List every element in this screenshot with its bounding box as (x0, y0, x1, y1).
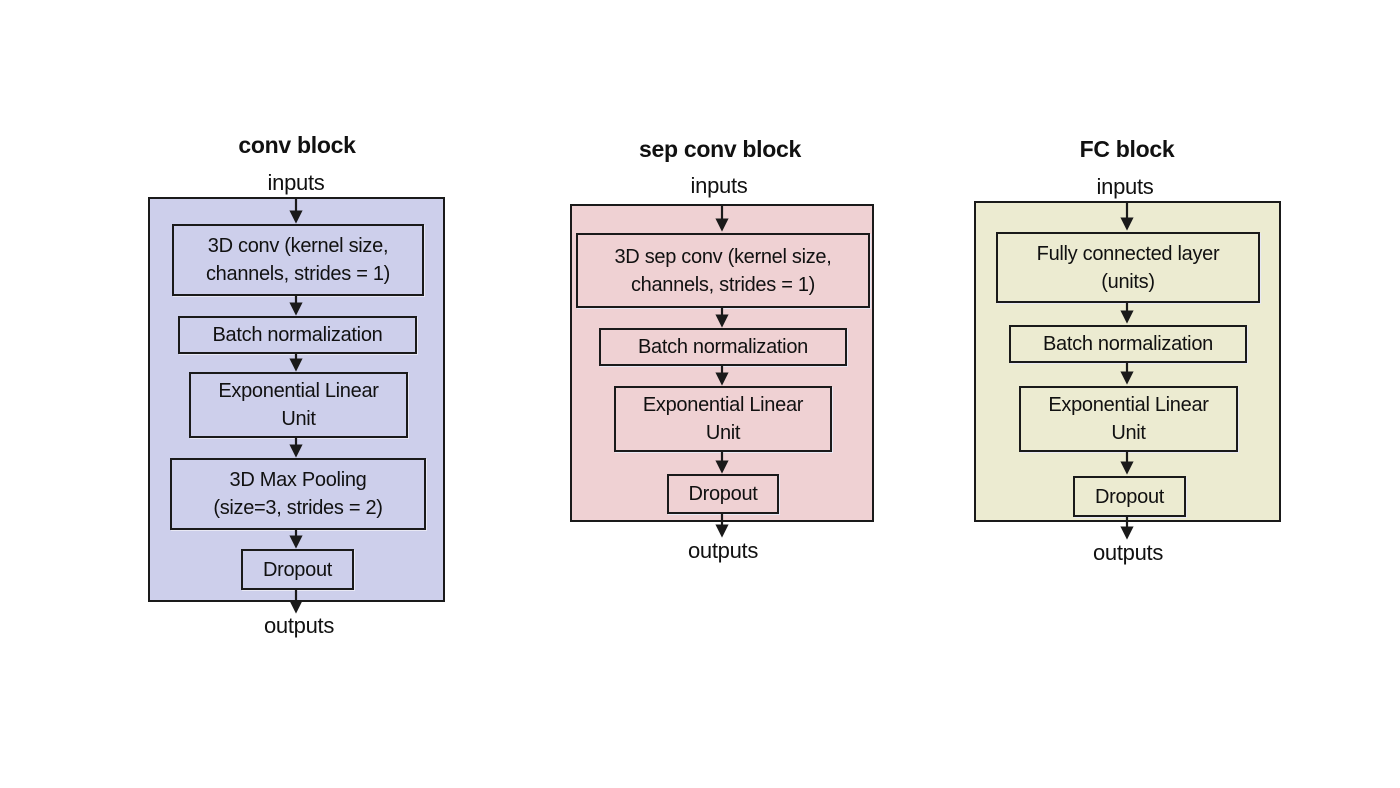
conv-elu-layer: Exponential Linear Unit (189, 372, 408, 438)
fc-block-title: FC block (1079, 136, 1175, 162)
conv-dropout-layer: Dropout (241, 549, 354, 590)
fc-elu-layer: Exponential Linear Unit (1019, 386, 1238, 452)
sep-elu-layer: Exponential Linear Unit (614, 386, 832, 452)
conv-batch-norm-label: Batch normalization (212, 324, 383, 346)
fc-block-container: Fully connected layer (units) Batch norm… (974, 201, 1281, 522)
fc-elu-label: Exponential Linear Unit (1048, 394, 1209, 444)
sep-conv-3d-label: 3D sep conv (kernel size, channels, stri… (614, 245, 832, 296)
conv-elu-label: Exponential Linear Unit (218, 380, 379, 430)
sep-conv-block-container: 3D sep conv (kernel size, channels, stri… (570, 204, 874, 522)
conv-max-pooling-layer: 3D Max Pooling (size=3, strides = 2) (170, 458, 426, 530)
fc-dropout-label: Dropout (1094, 485, 1165, 508)
sep-dropout-label: Dropout (688, 483, 758, 505)
conv-dropout-label: Dropout (262, 558, 333, 581)
conv-block-title: conv block (238, 132, 356, 158)
conv-block-container: 3D conv (kernel size, channels, strides … (148, 197, 445, 602)
fc-dropout-layer: Dropout (1073, 476, 1186, 517)
conv-3d-layer: 3D conv (kernel size, channels, strides … (172, 224, 424, 296)
sep-conv-block-inputs-label: inputs (690, 173, 748, 198)
conv-max-pooling-label: 3D Max Pooling (size=3, strides = 2) (213, 469, 383, 519)
sep-conv-3d-layer: 3D sep conv (kernel size, channels, stri… (576, 233, 870, 308)
fc-dense-layer: Fully connected layer (units) (996, 232, 1260, 303)
sep-elu-label: Exponential Linear Unit (642, 394, 804, 444)
sep-conv-block-outputs-label: outputs (687, 538, 759, 563)
sep-batch-norm-label: Batch normalization (638, 336, 808, 358)
conv-block-inputs-label: inputs (267, 170, 325, 195)
fc-dense-label: Fully connected layer (units) (1036, 242, 1220, 293)
conv-block-outputs-label: outputs (263, 613, 335, 638)
fc-batch-norm-label: Batch normalization (1043, 333, 1213, 355)
sep-dropout-layer: Dropout (667, 474, 779, 514)
conv-3d-label: 3D conv (kernel size, channels, strides … (205, 235, 391, 285)
conv-batch-norm-layer: Batch normalization (178, 316, 417, 354)
fc-block-outputs-label: outputs (1092, 540, 1164, 565)
fc-block-inputs-label: inputs (1096, 174, 1154, 199)
fc-batch-norm-layer: Batch normalization (1009, 325, 1247, 363)
sep-conv-block-title: sep conv block (639, 136, 801, 162)
sep-batch-norm-layer: Batch normalization (599, 328, 847, 366)
